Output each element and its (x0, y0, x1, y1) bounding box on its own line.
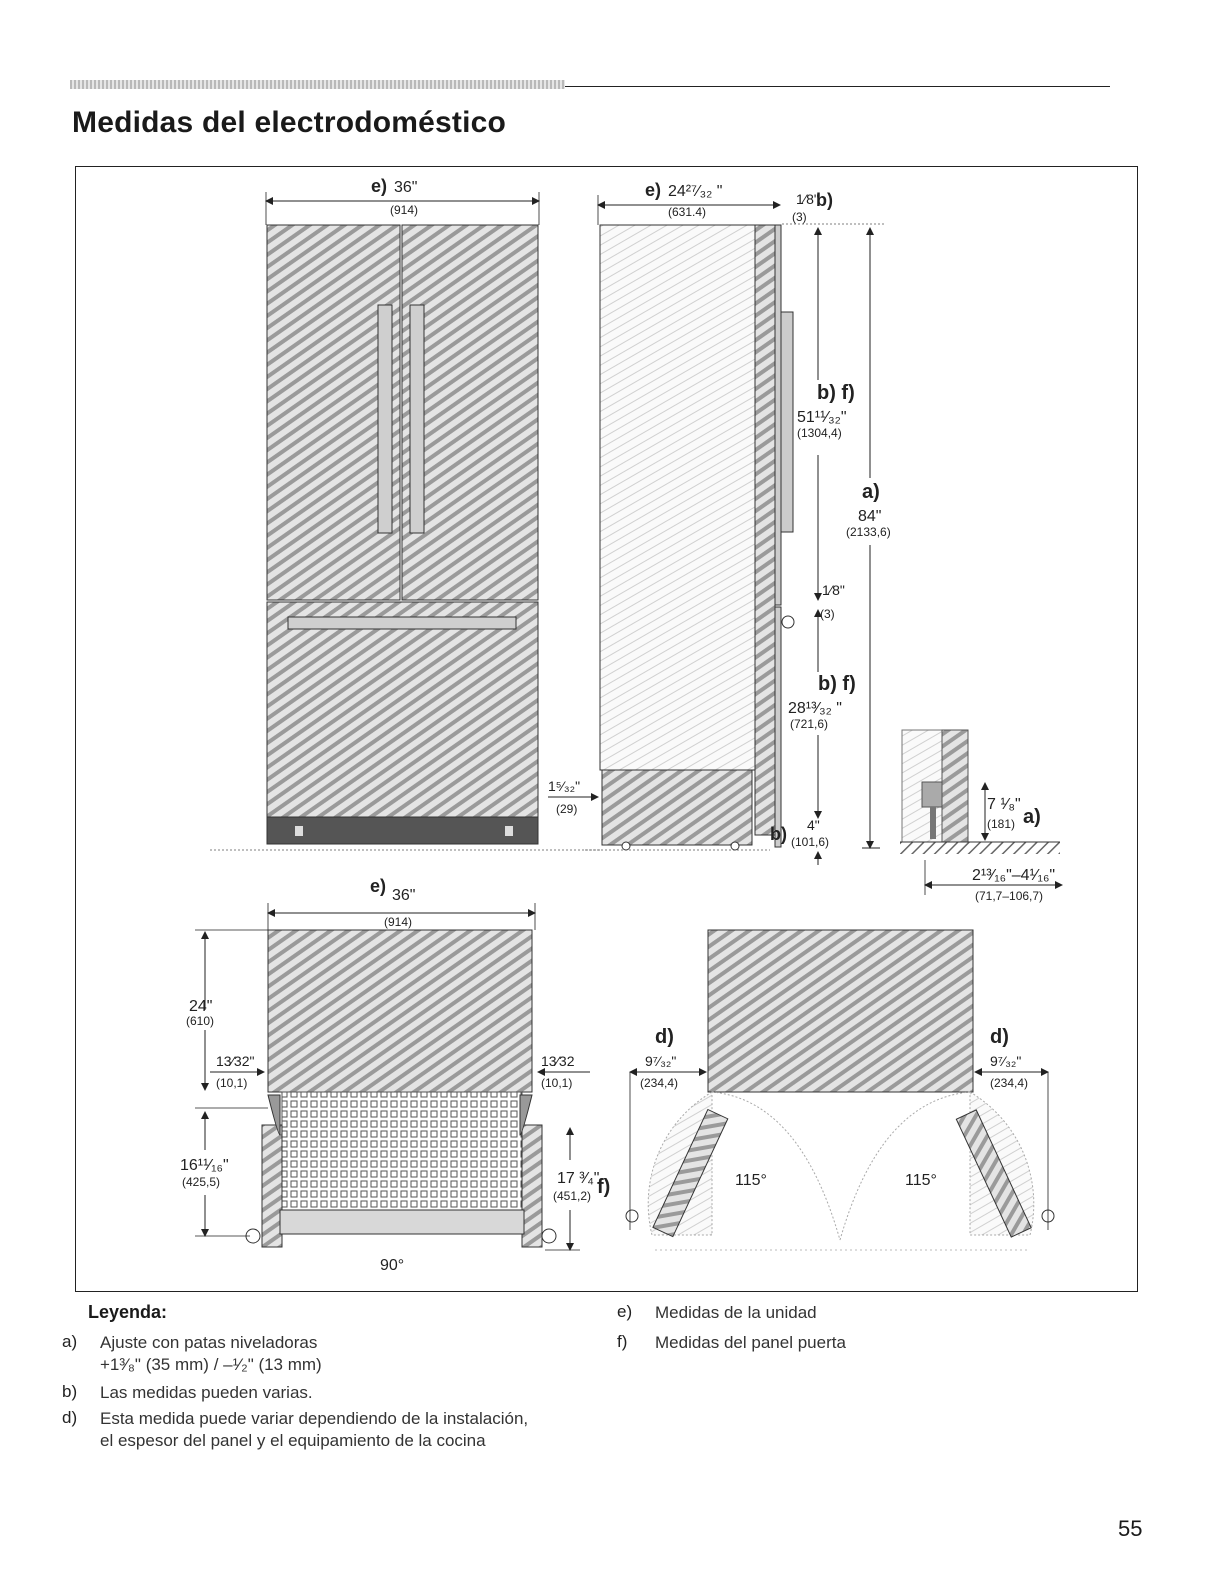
bottom-mm: (101,6) (791, 835, 829, 849)
lower-panel-in: 28¹³⁄₃₂ " (788, 700, 842, 717)
legend-item-text: Esta medida puede variar dependiendo de … (100, 1409, 529, 1428)
top90-width-in: 36" (392, 887, 415, 904)
right-door-handle (409, 304, 425, 534)
top90-left-door (261, 1124, 283, 1248)
top115-right-angle: 115° (905, 1172, 937, 1189)
toe-mm: (29) (556, 802, 577, 816)
upper-panel-in: 51¹¹⁄₃₂" (797, 409, 847, 426)
top90-panel-depth-label: f) (597, 1176, 610, 1198)
top115-right-in: 9⁷⁄₃₂" (990, 1053, 1021, 1069)
front-width-in: 36" (394, 179, 417, 196)
freezer-drawer (266, 601, 539, 818)
top115-left-in: 9⁷⁄₃₂" (645, 1053, 676, 1069)
side-depth-label: e) (645, 180, 661, 200)
upper-panel-mm: (1304,4) (797, 426, 842, 440)
side-handle (780, 311, 794, 533)
side-depth-in: 24²⁷⁄₃₂ " (668, 183, 722, 200)
diagram-frame (75, 166, 1138, 1292)
side-gap-top-label: b) (816, 190, 833, 210)
height-in: 84" (858, 508, 881, 525)
drawer-handle (287, 616, 517, 630)
top115-left-door (652, 1108, 729, 1238)
top-view-90: e) 36" (914) 24" (610) 13⁄32" (10,1) 13⁄… (180, 876, 610, 1274)
side-depth-mm: (631.4) (668, 205, 706, 219)
gap-mid-in: 1⁄8" (822, 582, 845, 598)
front-view: e) 36" (914) (210, 176, 600, 851)
height-mm: (2133,6) (846, 525, 891, 539)
top90-panel-depth-mm: (451,2) (553, 1189, 591, 1203)
top90-depth-mm: (610) (186, 1014, 214, 1028)
legend-item-key: e) (617, 1302, 633, 1321)
top90-left-offset-mm: (10,1) (216, 1076, 247, 1090)
toe-kick (266, 816, 539, 845)
top90-left-offset-in: 13⁄32" (216, 1053, 254, 1069)
top90-door-depth-mm: (425,5) (182, 1175, 220, 1189)
front-width-mm: (914) (390, 203, 418, 217)
legend-item-key: b) (62, 1382, 78, 1401)
top90-door-depth-in: 16¹¹⁄₁₆" (180, 1157, 229, 1174)
legend-item-text: Ajuste con patas niveladoras (100, 1333, 318, 1352)
top115-left-mm: (234,4) (640, 1076, 678, 1090)
toe-in: 1⁵⁄₃₂" (548, 778, 580, 794)
front-width-label: e) (371, 176, 387, 196)
detail-height-label: a) (1023, 806, 1041, 828)
top90-drawer (279, 1209, 525, 1235)
leveling-detail-view: 7 ¹⁄₈" (181) a) 2¹³⁄₁₆"–4¹⁄₁₆" (71,7–106… (900, 729, 1063, 903)
detail-range-mm: (71,7–106,7) (975, 889, 1043, 903)
bottom-in: 4" (807, 817, 820, 833)
detail-height-mm: (181) (987, 817, 1015, 831)
top90-angle: 90° (380, 1257, 404, 1274)
cabinet-side (599, 224, 756, 771)
legend-item-key: d) (62, 1408, 78, 1427)
header-rule-pattern (70, 80, 565, 89)
top-view-115: d) 9⁷⁄₃₂" (234,4) d) 9⁷⁄₃₂" (234,4) 115°… (625, 929, 1055, 1251)
door-panel-edge (754, 224, 776, 836)
height-label: a) (862, 481, 880, 503)
header-rule (565, 86, 1110, 87)
page-title: Medidas del electrodoméstico (72, 106, 507, 139)
top115-right-door (955, 1109, 1032, 1238)
left-door-handle (377, 304, 393, 534)
legend-title: Leyenda: (88, 1302, 168, 1322)
top90-width-label: e) (370, 876, 386, 896)
legend-item-text: Medidas de la unidad (655, 1303, 817, 1322)
top90-panel-depth-in: 17 ³⁄₄" (557, 1170, 599, 1187)
legend-item-text: Las medidas pueden varias. (100, 1383, 313, 1402)
legend-item-key: f) (617, 1332, 628, 1351)
upper-panel-label: b) f) (817, 382, 855, 404)
top115-cabinet (707, 929, 974, 1093)
top115-right-label: d) (990, 1026, 1009, 1048)
top115-left-angle: 115° (735, 1172, 767, 1189)
legend-item-text: Medidas del panel puerta (655, 1333, 846, 1352)
page-number: 55 (1118, 1516, 1143, 1541)
legend-item-text-2: el espesor del panel y el equipamiento d… (100, 1431, 486, 1450)
bottom-label: b) (770, 824, 787, 844)
lower-panel-label: b) f) (818, 673, 856, 695)
top90-right-offset-in: 13⁄32 (541, 1053, 575, 1069)
detail-range-in: 2¹³⁄₁₆"–4¹⁄₁₆" (972, 867, 1055, 884)
detail-height-in: 7 ¹⁄₈" (987, 796, 1021, 813)
gap-mid-mm: (3) (820, 607, 835, 621)
right-door (401, 224, 539, 601)
lower-panel-mm: (721,6) (790, 717, 828, 731)
top115-right-mm: (234,4) (990, 1076, 1028, 1090)
legend-item-key: a) (62, 1332, 78, 1351)
top90-cabinet (267, 929, 533, 1093)
top90-right-offset-mm: (10,1) (541, 1076, 572, 1090)
top90-depth-in: 24" (189, 998, 212, 1015)
side-base (601, 769, 753, 846)
side-view: e) 24²⁷⁄₃₂ " (631.4) 1⁄8" b) (3) b) f) 5… (548, 180, 891, 865)
top90-shelf-grid (281, 1091, 523, 1213)
side-gap-top-in: 1⁄8" (796, 191, 819, 207)
side-gap-top-mm: (3) (792, 210, 807, 224)
top115-left-label: d) (655, 1026, 674, 1048)
top90-right-door (521, 1124, 543, 1248)
legend-item-text-2: +1³⁄₈" (35 mm) / –¹⁄₂" (13 mm) (100, 1355, 322, 1374)
top90-width-mm: (914) (384, 915, 412, 929)
